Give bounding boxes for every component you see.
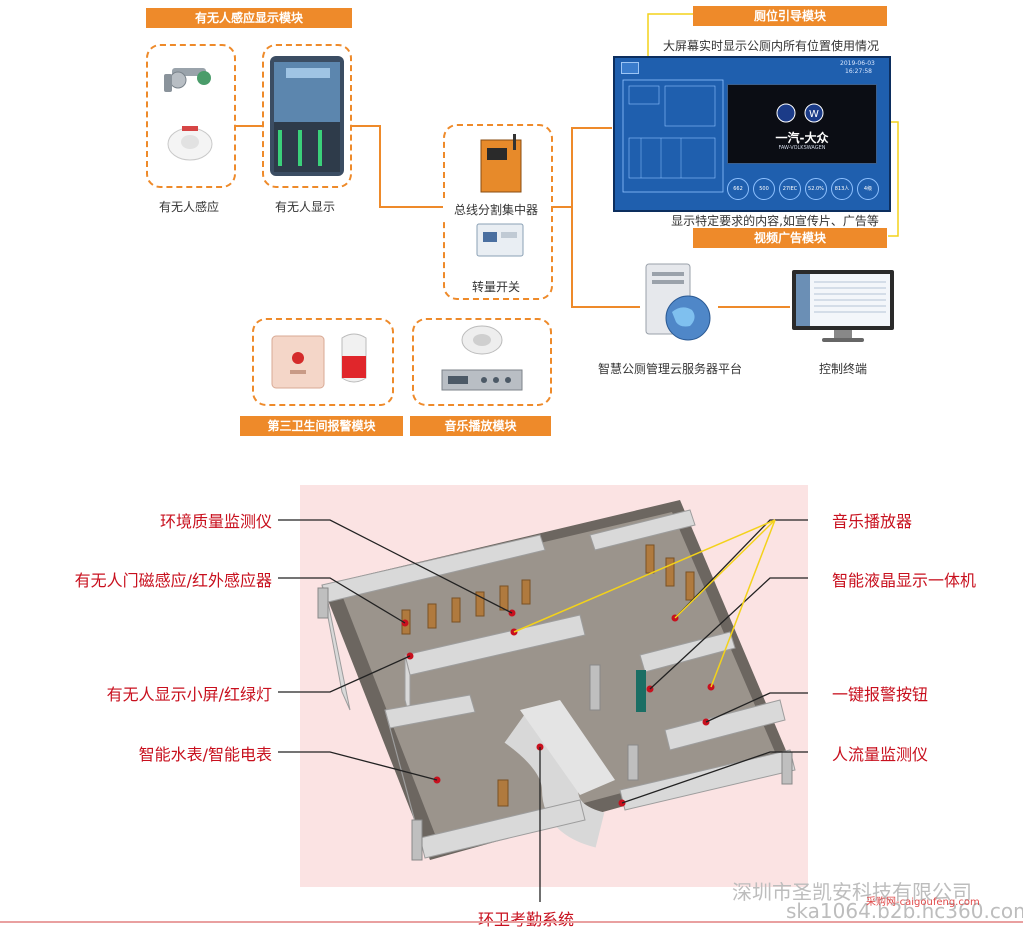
callout-lcd-display: 智能液晶显示一体机 xyxy=(832,571,977,590)
callout-music-player: 音乐播放器 xyxy=(832,512,913,531)
svg-text:W: W xyxy=(809,109,819,120)
watermark-company: 深圳市圣凯安科技有限公司 xyxy=(732,880,972,904)
floor-map-icon xyxy=(622,79,724,193)
monitor-icon xyxy=(792,270,894,342)
sensing-caption: 有无人感应 xyxy=(158,200,219,214)
faw-vw-logo-icon: W xyxy=(772,103,828,123)
sensing-module-header: 有无人感应显示模块 xyxy=(146,8,352,28)
music-module-header: 音乐播放模块 xyxy=(410,416,551,436)
callout-door-sensor: 有无人门磁感应/红外感应器 xyxy=(74,571,272,590)
screen-brand: 一汽-大众 xyxy=(775,131,829,145)
watermark-small: 采购网-caigoufeng.com xyxy=(866,897,980,908)
bus-hub-icon xyxy=(476,134,524,257)
terminal-caption: 控制终端 xyxy=(818,362,867,376)
screen-logo-icon xyxy=(621,62,639,74)
sensing-devices-box xyxy=(146,44,236,188)
alarm-module-box xyxy=(252,318,394,406)
video-ad-panel: W 一汽-大众 FAW-VOLKSWAGEN xyxy=(727,84,877,164)
guide-module-header: 厕位引导模块 xyxy=(693,6,887,26)
screen-brand-en: FAW-VOLKSWAGEN xyxy=(778,145,826,151)
screen-time: 16:27:58 xyxy=(845,68,872,75)
speaker-amplifier-icon xyxy=(441,325,523,391)
stat-badge: 662 xyxy=(727,178,749,200)
watermark-url: ska1064.b2b.hc360.com xyxy=(786,899,1023,923)
alarm-button-icon xyxy=(271,333,367,389)
callout-smart-meter: 智能水表/智能电表 xyxy=(138,745,272,764)
stat-badge: 27IEC xyxy=(779,178,801,200)
callout-alarm-button: 一键报警按钮 xyxy=(832,685,929,704)
stat-badge: 813人 xyxy=(831,178,853,200)
stat-badge: 500 xyxy=(753,178,775,200)
restroom-photo-icon xyxy=(270,56,344,176)
screen-stats-row: 662 500 27IEC 52.0% 813人 4级 xyxy=(727,178,887,200)
video-module-header: 视频广告模块 xyxy=(693,228,887,248)
stat-badge: 52.0% xyxy=(805,178,827,200)
callout-environment-monitor: 环境质量监测仪 xyxy=(159,512,272,531)
occupancy-display-box xyxy=(262,44,352,188)
guide-description: 大屏幕实时显示公厕内所有位置使用情况 xyxy=(662,39,879,53)
alarm-module-header: 第三卫生间报警模块 xyxy=(240,416,403,436)
music-module-box xyxy=(412,318,552,406)
callout-attendance-system: 环卫考勤系统 xyxy=(478,910,575,929)
bottom-divider xyxy=(0,921,1023,923)
server-caption: 智慧公厕管理云服务器平台 xyxy=(597,362,742,376)
hub-caption: 总线分割集中器 xyxy=(443,201,549,218)
server-globe-icon xyxy=(645,263,711,341)
screen-date: 2019-06-03 xyxy=(840,60,875,67)
callout-traffic-monitor: 人流量监测仪 xyxy=(832,745,929,764)
switch-caption: 转量开关 xyxy=(471,280,520,294)
guidance-screen: 2019-06-03 16:27:58 W 一汽-大众 FAW-VOLKSWAG… xyxy=(613,56,891,212)
stat-badge: 4级 xyxy=(857,178,879,200)
display-caption: 有无人显示 xyxy=(274,200,335,214)
floor-plan-diagram xyxy=(278,500,808,902)
callout-occupancy-display: 有无人显示小屏/红绿灯 xyxy=(106,685,272,704)
video-description: 显示特定要求的内容,如宣传片、广告等 xyxy=(671,214,879,228)
door-sensor-icon xyxy=(164,68,213,161)
